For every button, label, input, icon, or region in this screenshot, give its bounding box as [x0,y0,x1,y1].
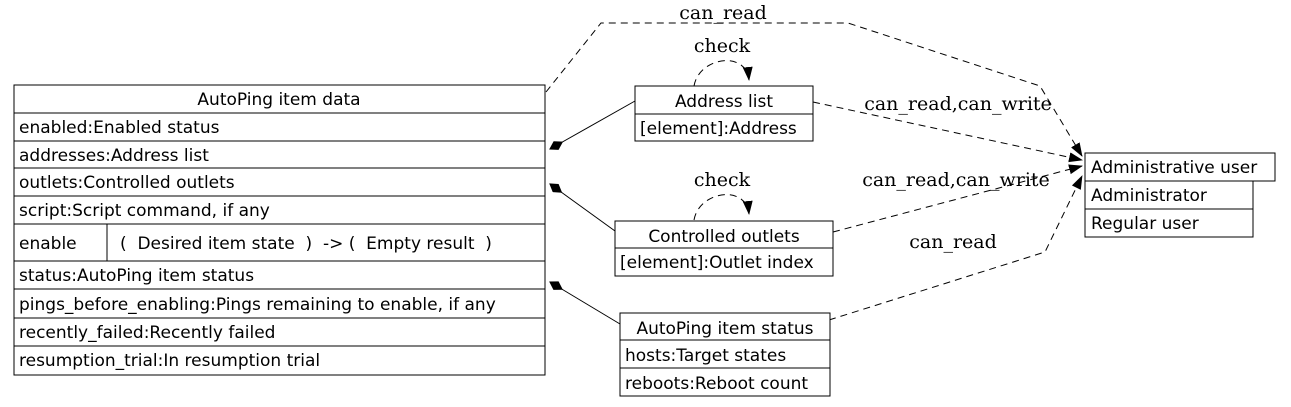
edge-label-can-read-status: can_read [909,231,997,253]
autoping-item-status-node: AutoPing item status hosts:Target states… [619,312,831,397]
edge-line [693,60,753,87]
edge-label-check-address: check [694,35,751,57]
field-hosts: hosts:Target states [625,346,786,366]
node-title: Administrative user [1091,158,1257,178]
field-reboots: reboots:Reboot count [625,374,808,394]
node-title: AutoPing item status [636,319,813,339]
edge-line [693,194,753,221]
node-title: Address list [675,92,773,112]
edge-check-loop-outlets: check [693,169,753,221]
method-signature: ( Desired item state ) -> ( Empty result… [120,234,492,254]
node-row-border [1084,208,1254,238]
edge-label-can-read-top: can_read [679,2,767,24]
field-addresses: addresses:Address list [19,146,209,166]
field-script: script:Script command, if any [19,201,270,221]
edge-table-to-admin-can-read: can_read [545,2,1083,157]
edge-line [828,175,1083,321]
field-status: status:AutoPing item status [19,266,254,286]
field-element-address: [element]:Address [640,119,797,139]
edge-label-check-outlets: check [694,169,751,191]
edge-check-loop-address-list: check [693,35,753,87]
edge-address-list-to-admin: can_read,can_write [812,93,1083,163]
edge-label-rw-address: can_read,can_write [864,93,1052,115]
edge-outlets-composition [549,183,616,232]
edge-line [545,22,1083,157]
role-administrator: Administrator [1091,186,1207,206]
autoping-item-data-table: AutoPing item data enabled:Enabled statu… [13,84,546,376]
field-recently-failed: recently_failed:Recently failed [19,323,275,343]
node-title: Controlled outlets [648,227,800,247]
table-border [13,84,546,376]
edge-label-rw-outlets: can_read,can_write [862,169,1050,191]
field-enabled: enabled:Enabled status [19,118,220,138]
field-element-outlet-index: [element]:Outlet index [620,253,814,273]
edge-status-composition [549,281,621,325]
address-list-node: Address list [element]:Address [634,85,814,142]
field-pings-before-enabling: pings_before_enabling:Pings remaining to… [19,295,496,315]
edge-addresses-composition [549,100,636,150]
administrative-user-node: Administrative user Administrator Regula… [1084,152,1276,238]
method-name: enable [19,234,77,254]
role-regular-user: Regular user [1091,214,1199,234]
field-resumption-trial: resumption_trial:In resumption trial [19,351,320,371]
field-outlets: outlets:Controlled outlets [19,173,235,193]
controlled-outlets-node: Controlled outlets [element]:Outlet inde… [614,220,834,277]
node-header-border [1084,152,1276,182]
edge-line [812,101,1083,163]
table-title: AutoPing item data [197,90,360,110]
edge-outlets-to-admin: can_read,can_write [832,164,1083,233]
edge-line [832,164,1083,233]
node-row-border [1084,180,1254,210]
edge-status-to-admin-can-read: can_read [828,175,1083,321]
node-border [619,312,831,397]
